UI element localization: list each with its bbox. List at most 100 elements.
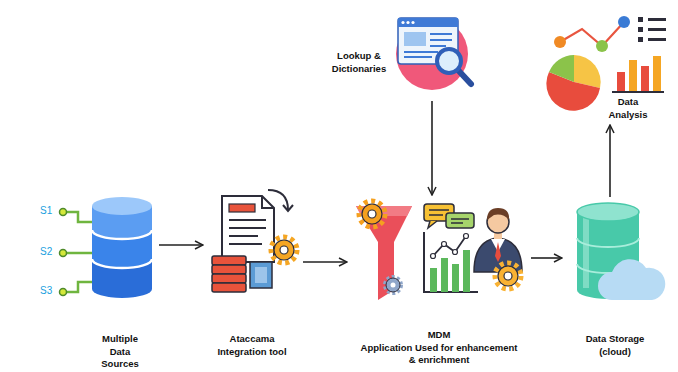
integration-icon [212,274,246,283]
node-caption: MDM [379,329,499,342]
mdm-icon [430,268,437,292]
mdm-icon [441,258,448,292]
analysis-icon [612,91,664,93]
lookup-icon [401,21,404,24]
node-caption: Multiple Data Sources [92,333,148,371]
mdm-icon [498,266,518,286]
source-wire [63,212,92,292]
lookup-icon [396,18,468,90]
node-caption: Application Used for enhancement & enric… [358,342,520,367]
analysis-icon [629,60,637,92]
mdm-icon [495,263,521,289]
caption-box: Data Analysis [605,96,651,121]
integration-icon [255,267,267,283]
mdm-icon [433,236,466,256]
mdm-icon [495,242,501,262]
icon-node: Multiple Data Sources [88,195,156,301]
storage-icon [577,203,665,300]
analysis-icon [618,16,630,28]
caption-box: Ataccama Integration tool [215,333,290,358]
mdm-icon [385,277,402,294]
analysis-icon [638,27,643,32]
mdm-icon [386,278,400,292]
integration-icon [212,265,246,274]
source-dot [60,250,67,257]
integration-icon [212,190,297,292]
mdm-icon [428,221,437,228]
mdm-icon [359,201,385,227]
mdm-icon [391,283,396,288]
integration-icon [229,204,255,212]
icon-node: Data Storage (cloud) [565,200,669,302]
mdm-icon [464,234,469,239]
analysis-icon [638,17,643,22]
source-wire [63,282,92,292]
icon-node: Data Analysis [540,8,672,122]
mdm-icon [368,210,376,218]
database-icon [92,197,152,215]
caption-box: Lookup & Dictionaries [330,50,388,75]
lookup-icon [458,70,471,84]
lookup-icon [406,21,409,24]
mdm-icon [424,232,478,292]
source-wire [63,212,92,222]
integration-icon [222,196,274,262]
icon-node: Ataccama Integration tool [206,192,300,302]
caption-box: MDM [379,329,499,342]
source-dot [60,209,67,296]
analysis-icon [560,22,624,46]
mdm-icon [356,201,522,300]
analysis-icon [596,40,608,52]
analysis-icon [617,72,625,92]
mdm-icon [453,250,458,255]
integration-icon [229,220,266,244]
database-icon [92,197,152,298]
source-dot [60,209,67,216]
mdm-icon [442,242,447,247]
flow-arrow [303,261,347,263]
node-caption: Data Storage (cloud) [578,333,653,358]
node-caption: Lookup & Dictionaries [330,50,388,75]
icon-node: MDMApplication Used for enhancement & en… [350,198,528,302]
mdm-icon [431,254,436,259]
storage-icon [583,214,589,288]
caption-box: Application Used for enhancement & enric… [358,342,520,367]
mdm-icon [451,219,469,223]
caption-box: Multiple Data Sources [92,333,148,371]
lookup-icon [396,18,471,90]
integration-icon [271,237,297,263]
integration-icon [283,205,293,211]
node-caption: Data Analysis [605,96,651,121]
source-wire [63,252,92,255]
flow-arrow [431,101,433,195]
source-dot [60,289,67,296]
caption-box: Data Storage (cloud) [578,333,653,358]
analysis-icon [641,66,649,92]
flow-arrow [531,257,562,259]
flow-arrow [609,125,611,197]
integration-icon [280,246,288,254]
storage-icon [598,259,665,300]
integration-icon [262,196,274,208]
lookup-icon [404,32,426,46]
analysis-icon [546,16,666,111]
lookup-icon [398,18,458,27]
integration-icon [250,262,272,288]
mdm-icon [504,272,512,280]
analysis-icon [653,56,661,92]
analysis-icon [638,37,643,42]
integration-icon [274,240,294,260]
source-label: S1 [40,205,52,217]
lookup-icon [411,21,414,24]
integration-icon [212,256,246,265]
storage-icon [577,203,639,221]
analysis-icon [554,36,566,48]
mdm-icon [446,213,474,228]
source-label: S3 [40,285,52,297]
analysis-icon [549,55,574,82]
lookup-icon [437,49,461,73]
icon-node: Lookup & Dictionaries [328,8,470,98]
